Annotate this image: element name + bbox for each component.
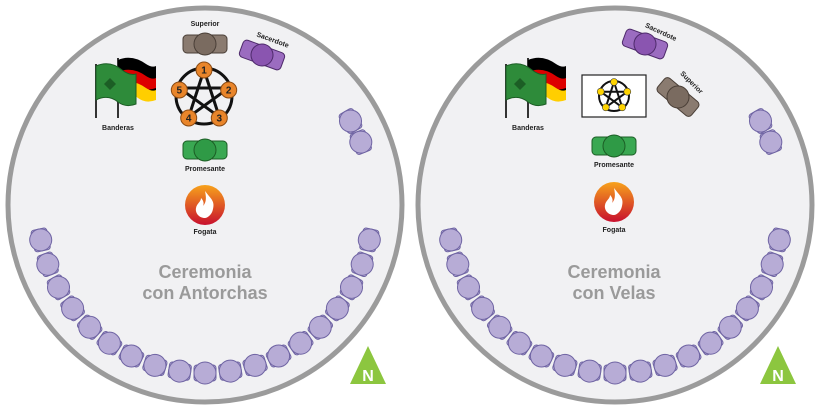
north-arrow-icon: N: [760, 346, 796, 385]
banderas-label: Banderas: [512, 125, 544, 132]
fire-icon: [185, 185, 225, 225]
pentagram-node-2: 2: [220, 81, 238, 99]
svg-text:4: 4: [186, 114, 192, 125]
north-letter: N: [362, 368, 374, 385]
pentagram-node-5: 5: [170, 81, 188, 99]
superior-seat: [182, 32, 228, 56]
svg-text:1: 1: [201, 66, 207, 77]
superior-seat: [656, 77, 700, 117]
sacerdote-seat: [621, 28, 669, 60]
flag-icon: [95, 57, 156, 118]
banderas-label: Banderas: [102, 125, 134, 132]
svg-text:2: 2: [226, 86, 232, 97]
promesante-seat: [591, 134, 637, 158]
panel-title-line1: Ceremonia: [158, 262, 252, 282]
sacerdote-seat: [238, 39, 286, 71]
participant-seat: [603, 361, 627, 385]
pentagram-node-3: 3: [210, 109, 228, 127]
promesante-seat: [182, 138, 228, 162]
panel-title-line2: con Velas: [572, 283, 655, 303]
flag-icon: [505, 57, 566, 118]
north-arrow-icon: N: [350, 346, 386, 385]
pentagram-icon: 1 2 3 4 5: [170, 61, 238, 127]
svg-text:3: 3: [217, 114, 223, 125]
north-letter: N: [772, 368, 784, 385]
fire-icon: [594, 182, 634, 222]
fogata-label: Fogata: [603, 227, 626, 234]
pentagram-node-1: 1: [195, 61, 213, 79]
pentagram-icon: [581, 74, 647, 118]
promesante-label: Promesante: [185, 166, 225, 173]
superior-label: Superior: [191, 21, 220, 28]
fogata-label: Fogata: [194, 229, 217, 236]
svg-text:5: 5: [177, 86, 183, 97]
panel-title-line2: con Antorchas: [142, 283, 267, 303]
promesante-label: Promesante: [594, 162, 634, 169]
panel-velas: Banderas Sacerdote Superior: [415, 5, 815, 405]
pentagram-node-4: 4: [180, 109, 198, 127]
panel-title-line1: Ceremonia: [567, 262, 661, 282]
participant-seat: [193, 361, 217, 385]
panel-antorchas: Banderas Superior Sacerdote 1 2 3 4 5: [5, 5, 405, 405]
